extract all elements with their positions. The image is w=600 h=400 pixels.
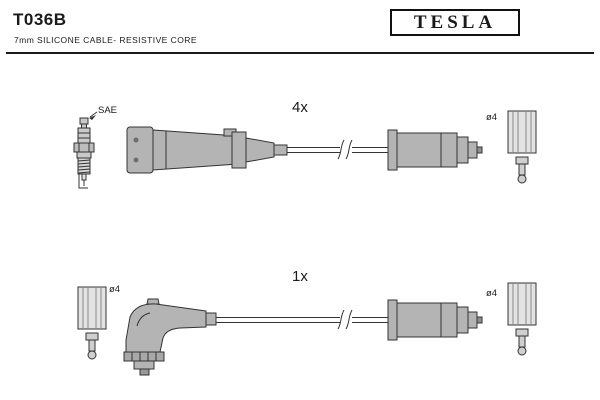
diameter-label-bottom-left: ø4 — [109, 284, 121, 295]
straight-boot-drawing — [126, 126, 288, 174]
part-number: T036B — [13, 10, 67, 29]
sae-label: SAE — [98, 105, 118, 116]
header-divider — [6, 52, 594, 54]
quantity-label-bottom: 1x — [292, 268, 308, 285]
terminal-top-right — [507, 110, 537, 184]
cable-top — [287, 139, 388, 160]
terminal-bottom-right — [507, 282, 537, 356]
angled-boot-drawing — [123, 298, 217, 376]
cylindrical-boot-bottom — [387, 299, 483, 341]
cable-spec: 7mm SILICONE CABLE- RESISTIVE CORE — [14, 35, 197, 45]
brand-logo: TESLA — [390, 9, 520, 36]
cable-bottom — [216, 309, 388, 330]
plug-thread — [77, 157, 91, 175]
cylindrical-boot-top — [387, 129, 483, 171]
diameter-label-bottom-right: ø4 — [486, 288, 498, 299]
spark-plug-drawing — [73, 117, 95, 189]
brand-logo-text: TESLA — [413, 12, 497, 33]
quantity-label-top: 4x — [292, 99, 308, 116]
terminal-bottom-left — [77, 286, 107, 360]
sae-arrow — [89, 111, 98, 120]
diameter-label-top-right: ø4 — [486, 112, 498, 123]
